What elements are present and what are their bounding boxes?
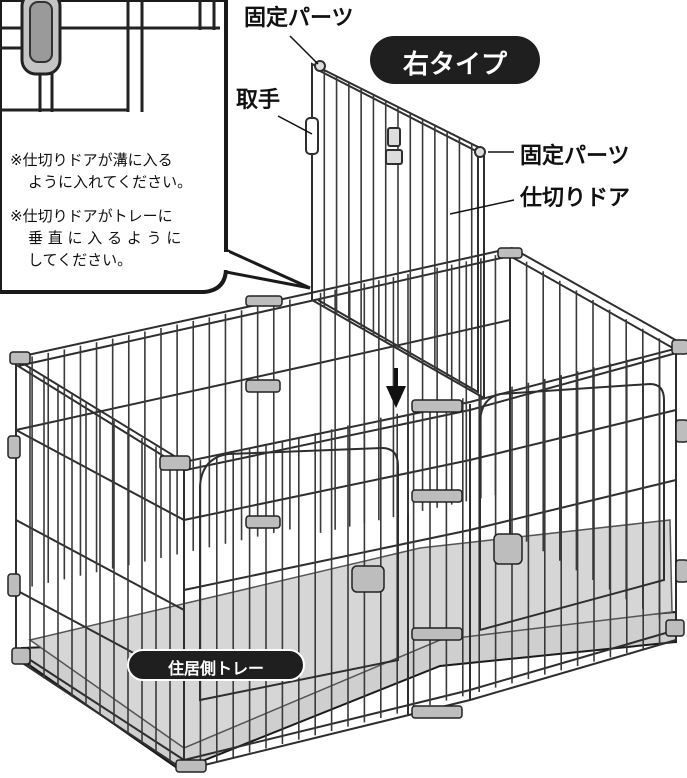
fixed-part-right-label: 固定パーツ — [520, 144, 630, 169]
note-groove-line2: ように入れてください。 — [28, 173, 193, 191]
partition-door-panel — [305, 60, 486, 400]
right-type-pill-bg — [370, 36, 540, 84]
fixed-part-top-label: 固定パーツ — [244, 6, 354, 31]
detail-bars — [0, 0, 220, 112]
leader-lines — [277, 35, 515, 215]
handle-label: 取手 — [236, 88, 281, 113]
partition-door-label: 仕切りドア — [520, 186, 631, 211]
detail-callout — [0, 0, 311, 294]
note-vertical-line1: ※仕切りドアがトレーに — [10, 207, 173, 225]
cage-doors — [199, 382, 665, 702]
note-vertical-line3: してください。 — [28, 251, 133, 269]
down-arrow-icon — [386, 368, 406, 408]
note-vertical-line2: 垂 直 に 入 る よ う に — [28, 229, 182, 247]
cage-clips — [7, 247, 687, 773]
door-bars — [323, 70, 473, 391]
tray-pill-bg — [127, 649, 305, 681]
note-groove-line1: ※仕切りドアが溝に入る — [10, 151, 173, 169]
right-type-pill: 右タイプ — [402, 50, 507, 80]
detail-clip — [20, 0, 62, 76]
tray-label: 住居側トレー — [167, 659, 264, 678]
